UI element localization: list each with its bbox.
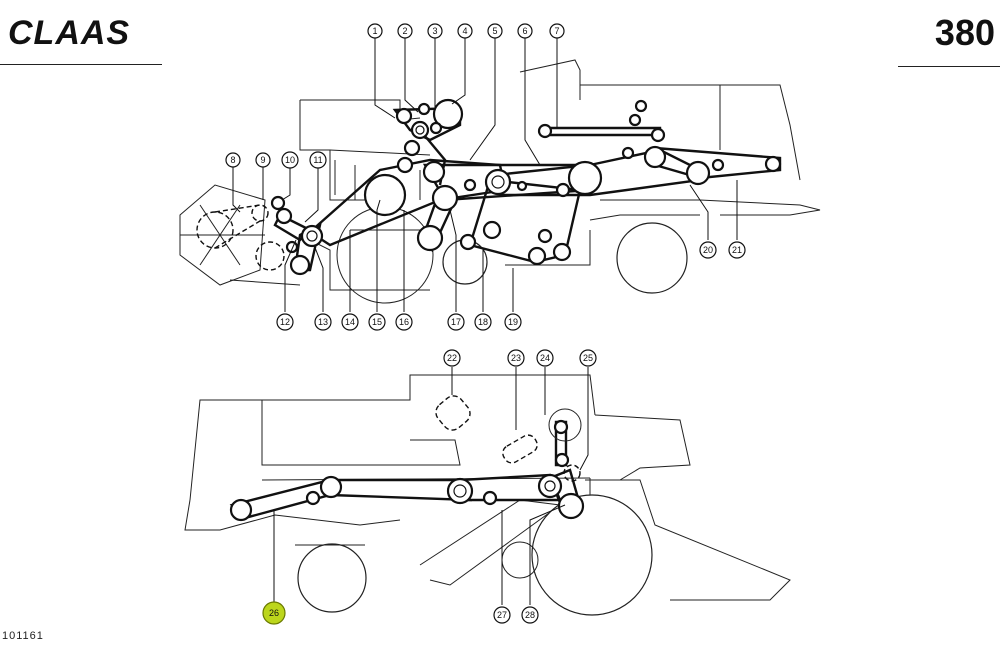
svg-text:8: 8	[230, 155, 235, 165]
svg-text:10: 10	[285, 155, 295, 165]
bottom-machine-outline	[184, 374, 791, 616]
svg-text:26: 26	[269, 608, 279, 618]
callout-27: 27	[493, 606, 511, 624]
svg-text:15: 15	[372, 317, 382, 327]
svg-text:5: 5	[492, 26, 497, 36]
belt-7	[543, 126, 662, 137]
callout-12: 12	[276, 313, 294, 331]
callout-24: 24	[536, 349, 554, 367]
header-rule-right	[898, 66, 1000, 67]
belt-14	[308, 158, 507, 247]
svg-text:6: 6	[522, 26, 527, 36]
svg-text:24: 24	[540, 353, 550, 363]
svg-text:23: 23	[511, 353, 521, 363]
top-callouts: 1 2 3 4 5 6 7 8 9 10 11 12 13 14 15 16 1…	[225, 23, 746, 331]
claas-logo: CLAAS	[8, 14, 130, 48]
callout-8: 8	[225, 152, 241, 168]
callout-14: 14	[341, 313, 359, 331]
svg-text:12: 12	[280, 317, 290, 327]
callout-22: 22	[443, 349, 461, 367]
callout-15: 15	[368, 313, 386, 331]
callout-18: 18	[474, 313, 492, 331]
svg-text:18: 18	[478, 317, 488, 327]
svg-text:13: 13	[318, 317, 328, 327]
svg-text:2: 2	[402, 26, 407, 36]
callout-2: 2	[397, 23, 413, 39]
bottom-pulleys	[229, 395, 585, 522]
bottom-callouts: 22 23 24 25 26 27 28	[262, 349, 597, 625]
callout-26-highlighted[interactable]: 26	[262, 601, 286, 625]
svg-text:19: 19	[508, 317, 518, 327]
svg-text:9: 9	[260, 155, 265, 165]
callout-6: 6	[517, 23, 533, 39]
top-pulleys	[196, 98, 782, 276]
callout-20: 20	[699, 241, 717, 259]
leader-lines	[232, 38, 738, 605]
callout-11: 11	[309, 151, 327, 169]
callout-21: 21	[728, 241, 746, 259]
header-rule-left	[0, 64, 162, 65]
svg-text:22: 22	[447, 353, 457, 363]
belt-11	[273, 213, 313, 242]
callout-9: 9	[255, 152, 271, 168]
callout-4: 4	[457, 23, 473, 39]
callout-3: 3	[427, 23, 443, 39]
svg-text:14: 14	[345, 317, 355, 327]
svg-text:3: 3	[432, 26, 437, 36]
callout-16: 16	[395, 313, 413, 331]
callout-25: 25	[579, 349, 597, 367]
svg-text:16: 16	[399, 317, 409, 327]
belt-26	[229, 478, 472, 520]
svg-text:4: 4	[462, 26, 467, 36]
svg-text:1: 1	[372, 26, 377, 36]
svg-text:21: 21	[732, 245, 742, 255]
callout-5: 5	[487, 23, 503, 39]
svg-text:17: 17	[451, 317, 461, 327]
callout-1: 1	[367, 23, 383, 39]
svg-text:20: 20	[703, 245, 713, 255]
svg-text:7: 7	[554, 26, 559, 36]
svg-text:11: 11	[313, 155, 322, 165]
callout-10: 10	[281, 151, 299, 169]
top-machine-outline	[179, 59, 821, 304]
callout-28: 28	[521, 606, 539, 624]
svg-text:28: 28	[525, 610, 535, 620]
callout-17: 17	[447, 313, 465, 331]
callout-19: 19	[504, 313, 522, 331]
brand-logo-text: CLAAS	[8, 14, 130, 48]
bottom-belts	[229, 420, 582, 520]
drawing-code: 101161	[2, 630, 44, 642]
page-number: 380	[934, 12, 995, 53]
callout-13: 13	[314, 313, 332, 331]
callout-7: 7	[549, 23, 565, 39]
svg-text:27: 27	[497, 610, 507, 620]
svg-text:25: 25	[583, 353, 593, 363]
callout-23: 23	[507, 349, 525, 367]
